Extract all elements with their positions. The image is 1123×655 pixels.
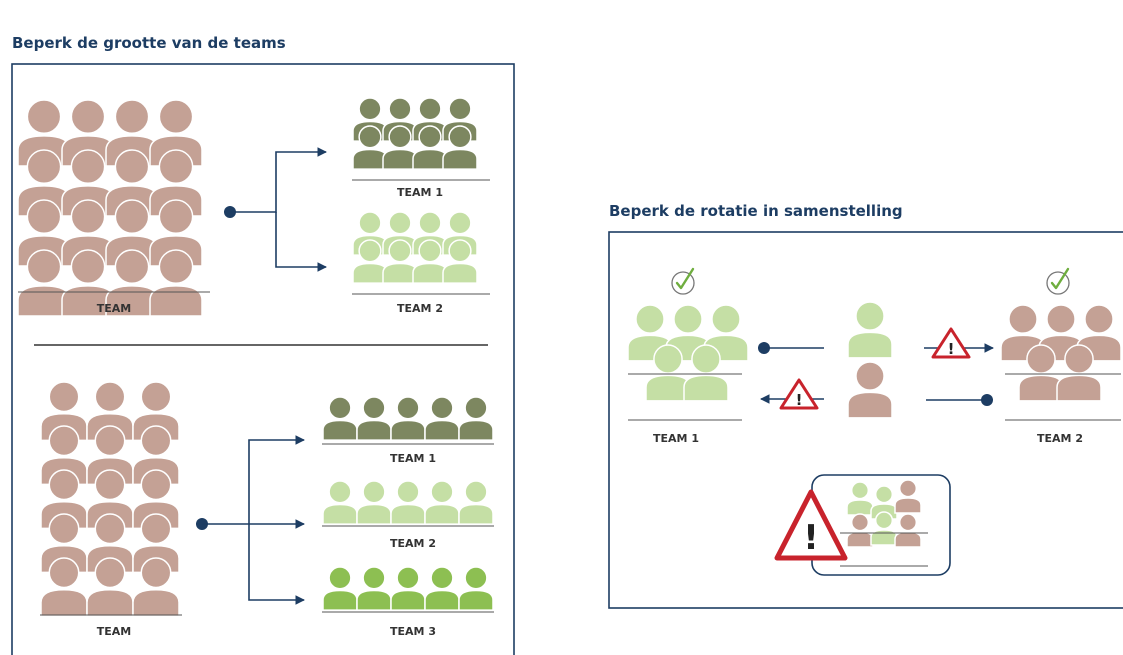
warning-icon: ! xyxy=(779,378,819,410)
person-icon xyxy=(412,239,448,284)
team-2-group-top xyxy=(352,211,478,284)
team-1-group-top xyxy=(352,97,478,170)
connector-top xyxy=(224,147,327,272)
person-icon xyxy=(847,361,893,419)
svg-text:!: ! xyxy=(803,518,819,558)
connector-dot xyxy=(981,394,993,406)
person-icon xyxy=(322,566,358,611)
person-icon xyxy=(149,249,203,317)
connector-line xyxy=(275,212,327,272)
person-icon xyxy=(458,480,494,525)
person-icon xyxy=(894,479,922,514)
left-panel-frame xyxy=(11,63,515,655)
person-icon xyxy=(356,396,392,441)
team-1-group-right xyxy=(627,304,749,402)
person-icon xyxy=(458,566,494,611)
team-3-group-bottom xyxy=(322,566,494,611)
team-2-group-right xyxy=(1000,304,1122,402)
person-icon xyxy=(846,513,874,548)
team-2-group-bottom xyxy=(322,480,494,525)
person-icon xyxy=(352,125,388,170)
svg-text:!: ! xyxy=(948,340,955,358)
connector-line xyxy=(230,147,327,213)
person-icon xyxy=(424,396,460,441)
person-icon xyxy=(1056,344,1102,402)
moving-members xyxy=(847,301,893,419)
warning-icon: ! xyxy=(774,489,848,561)
connector-bottom xyxy=(196,435,305,605)
mixed-team-group xyxy=(846,479,922,548)
team-label-bottom-1: TEAM 1 xyxy=(390,452,436,465)
person-icon xyxy=(356,480,392,525)
team-source-group-bottom xyxy=(40,381,180,618)
person-icon xyxy=(645,344,691,402)
person-icon xyxy=(61,249,115,317)
person-icon xyxy=(40,557,88,618)
person-icon xyxy=(458,396,494,441)
person-icon xyxy=(356,566,392,611)
check-icon xyxy=(671,267,695,295)
team-label-bottom-2: TEAM 2 xyxy=(390,537,436,550)
person-icon xyxy=(442,239,478,284)
person-icon xyxy=(86,557,134,618)
person-icon xyxy=(322,480,358,525)
person-icon xyxy=(382,125,418,170)
person-icon xyxy=(322,396,358,441)
team-source-group-top xyxy=(17,99,203,317)
warning-icon: ! xyxy=(931,327,971,359)
person-icon xyxy=(442,125,478,170)
person-icon xyxy=(382,239,418,284)
team-label-right-1: TEAM 1 xyxy=(653,432,699,445)
person-icon xyxy=(847,301,893,359)
person-icon xyxy=(390,566,426,611)
person-icon xyxy=(390,480,426,525)
team-label-top-1: TEAM 1 xyxy=(397,186,443,199)
team-label-source-top: TEAM xyxy=(97,302,131,315)
person-icon xyxy=(894,513,922,548)
person-icon xyxy=(683,344,729,402)
team-label-source-bottom: TEAM xyxy=(97,625,131,638)
right-panel-frame xyxy=(608,231,1123,609)
team-1-group-bottom xyxy=(322,396,494,441)
person-icon xyxy=(390,396,426,441)
team-label-bottom-3: TEAM 3 xyxy=(390,625,436,638)
check-icon xyxy=(1046,267,1070,295)
team-label-right-2: TEAM 2 xyxy=(1037,432,1083,445)
person-icon xyxy=(412,125,448,170)
person-icon xyxy=(846,481,874,516)
person-icon xyxy=(424,480,460,525)
connector-line xyxy=(248,524,305,605)
person-icon xyxy=(352,239,388,284)
connector-line xyxy=(248,435,305,524)
person-icon xyxy=(17,249,71,317)
person-icon xyxy=(424,566,460,611)
left-panel-title: Beperk de grootte van de teams xyxy=(12,34,286,52)
person-icon xyxy=(1018,344,1064,402)
team-label-top-2: TEAM 2 xyxy=(397,302,443,315)
right-panel-title: Beperk de rotatie in samenstelling xyxy=(609,202,903,220)
svg-text:!: ! xyxy=(796,391,803,409)
person-icon xyxy=(870,511,898,546)
person-icon xyxy=(105,249,159,317)
person-icon xyxy=(132,557,180,618)
